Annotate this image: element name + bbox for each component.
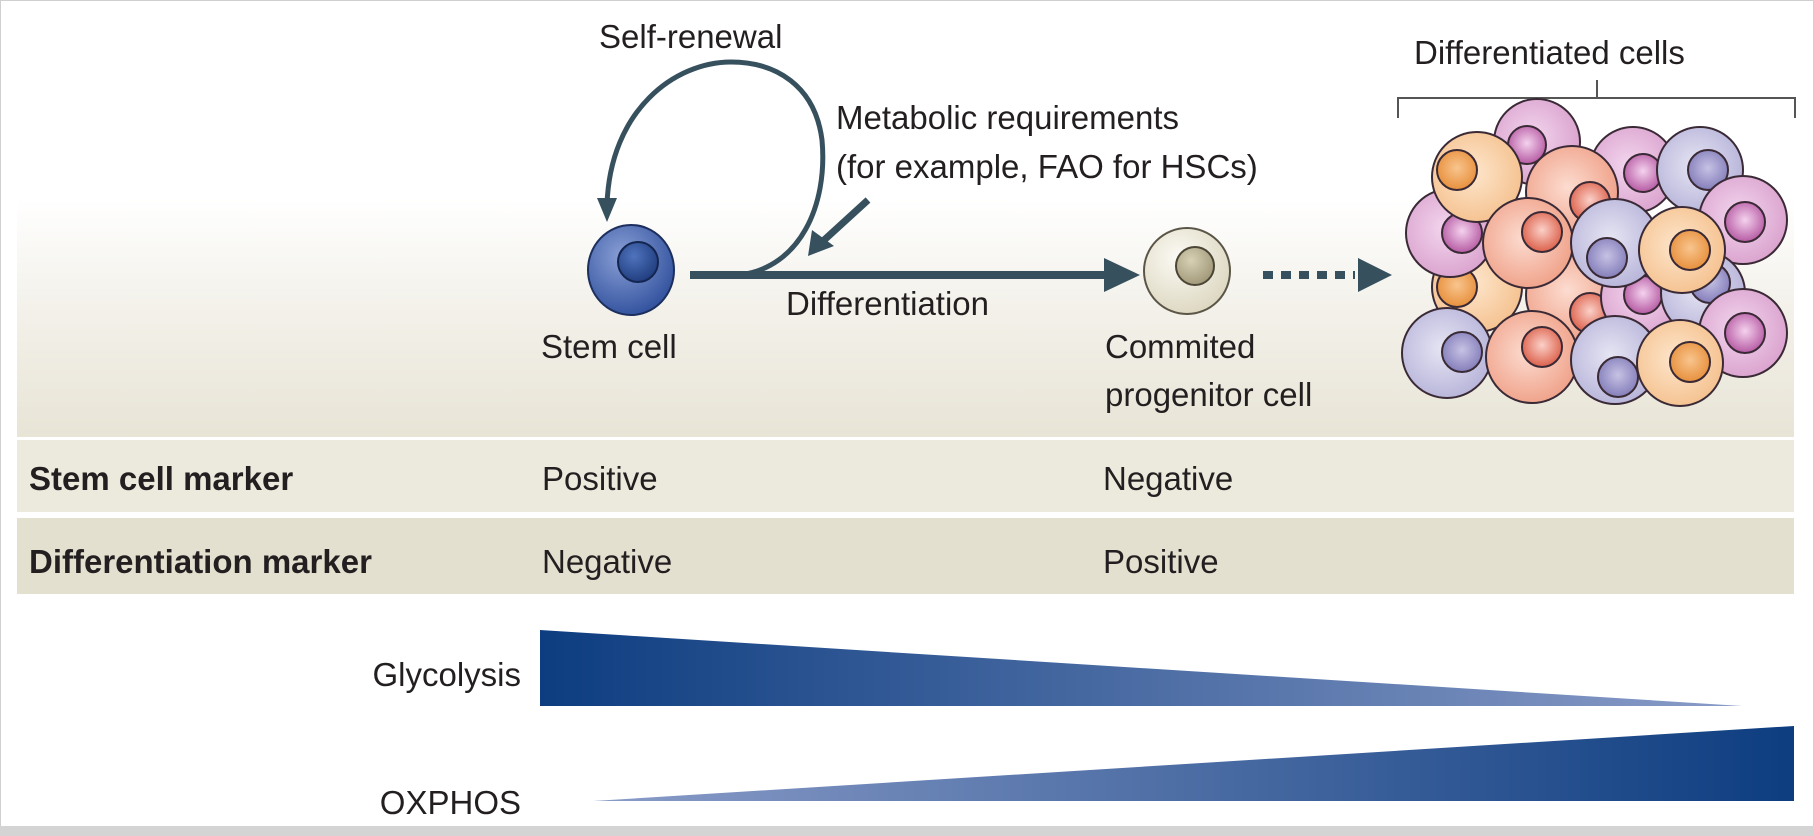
differentiation-marker-progenitor-value: Positive — [1103, 543, 1219, 580]
differentiated-cells-cluster — [1401, 98, 1788, 407]
differentiation-marker-row — [17, 518, 1794, 594]
oxphos-triangle — [593, 726, 1794, 801]
self-renewal-arrowhead — [597, 198, 617, 222]
metabolic-example-label: (for example, FAO for HSCs) — [836, 148, 1258, 185]
differentiated-cells-label: Differentiated cells — [1414, 34, 1685, 71]
differentiation-marker-label: Differentiation marker — [29, 543, 372, 580]
differentiated-cells-bracket — [1397, 80, 1796, 118]
differentiation-label: Differentiation — [786, 285, 990, 322]
stem-cell-marker-label: Stem cell marker — [29, 460, 294, 497]
metabolic-arrow — [819, 197, 871, 245]
stem-cell-marker-row — [17, 440, 1794, 512]
progenitor-cell-nucleus — [1175, 246, 1215, 286]
metabolic-arrowhead — [808, 230, 834, 256]
self-renewal-label: Self-renewal — [599, 18, 783, 55]
glycolysis-triangle — [540, 630, 1742, 706]
oxphos-label: OXPHOS — [379, 784, 521, 821]
self-renewal-loop-arrow — [604, 59, 826, 278]
glycolysis-label: Glycolysis — [372, 656, 521, 693]
metabolic-requirements-label: Metabolic requirements — [836, 99, 1179, 136]
dotted-arrowhead — [1358, 258, 1392, 292]
stem-cell-label: Stem cell — [541, 328, 677, 365]
stem-cell-marker-progenitor-value: Negative — [1103, 460, 1234, 497]
bottom-border — [0, 826, 1814, 836]
stem-cell-nucleus — [617, 241, 659, 283]
differentiation-marker-stem-value: Negative — [542, 543, 673, 580]
progenitor-label-line1: Commited — [1105, 328, 1256, 365]
differentiation-arrowhead — [1104, 258, 1140, 292]
differentiation-arrow — [690, 271, 1110, 279]
progenitor-label-line2: progenitor cell — [1105, 376, 1313, 413]
stem-cell-marker-stem-value: Positive — [542, 460, 658, 497]
